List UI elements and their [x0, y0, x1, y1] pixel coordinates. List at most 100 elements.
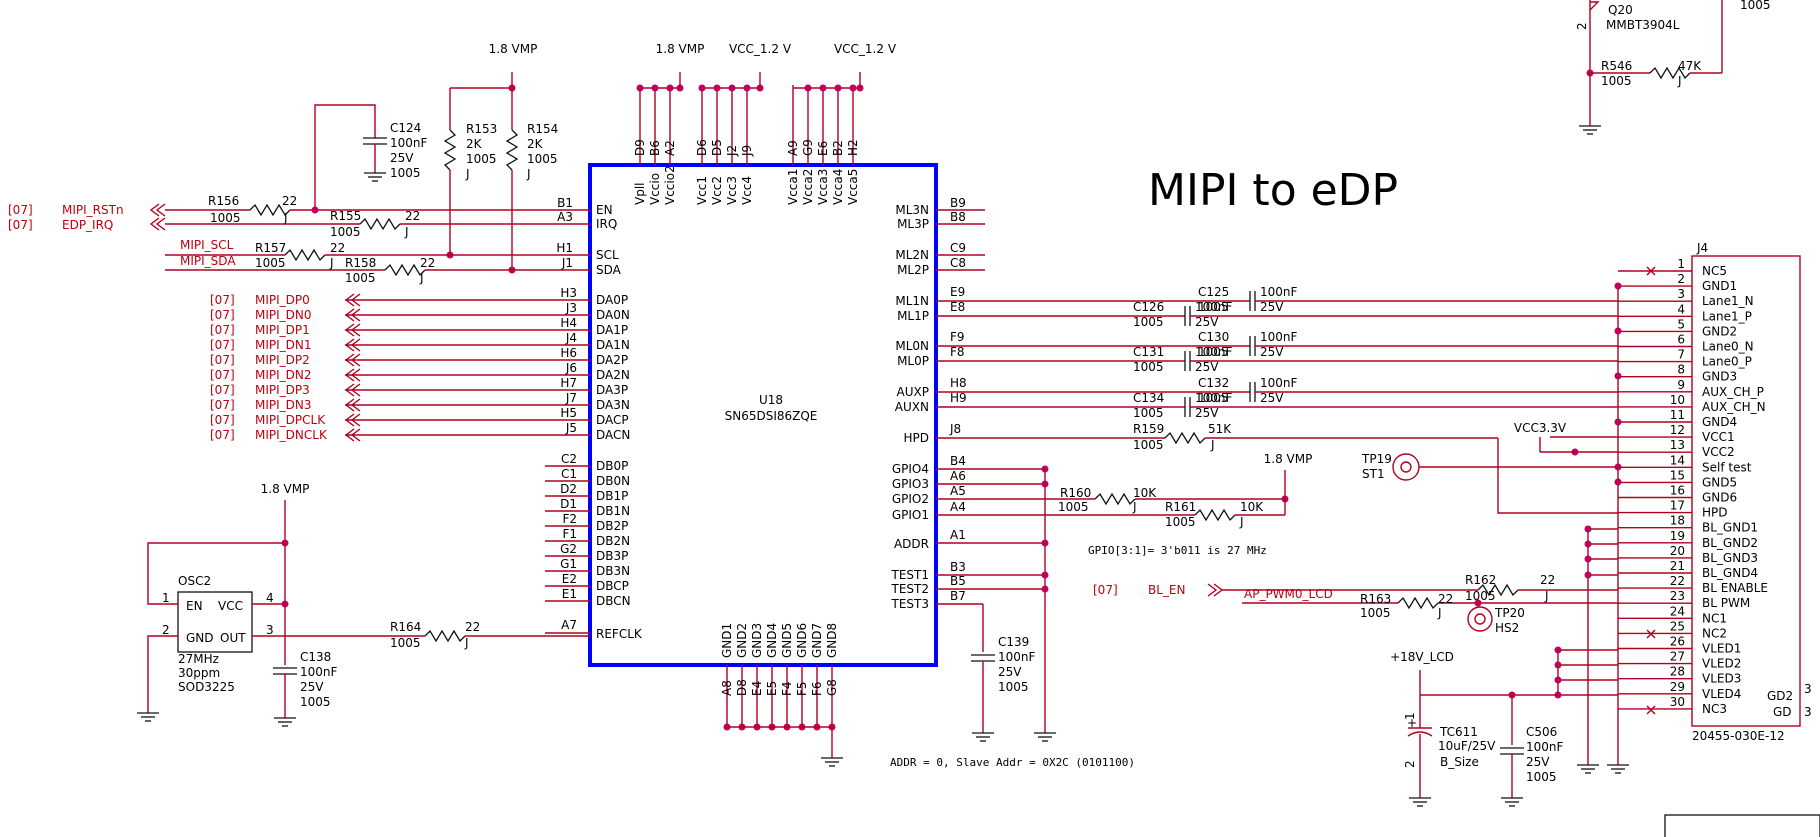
- pin-name: VCC: [218, 599, 243, 613]
- part-ref: C506: [1526, 725, 1557, 739]
- pin-name: Vcc2: [710, 176, 724, 205]
- part-size: 1005: [390, 166, 421, 180]
- part-voltage: 25V: [390, 151, 414, 165]
- pin-number: 22: [1670, 574, 1685, 588]
- part-tol: J: [464, 636, 469, 650]
- pin-name: IRQ: [596, 217, 617, 231]
- part-size: B_Size: [1440, 755, 1479, 769]
- pin-number: J3: [565, 301, 577, 315]
- net-label: MIPI_DP3: [255, 383, 310, 397]
- pin-number: 26: [1670, 635, 1685, 649]
- pin-number: C1: [561, 467, 577, 481]
- net-arrow: [350, 293, 361, 307]
- pin-number: G8: [825, 679, 839, 696]
- part-size: 1005: [1198, 391, 1229, 405]
- sheet-ref: [07]: [210, 293, 235, 307]
- pin-name: TEST2: [891, 582, 930, 596]
- pin-number: A9: [786, 140, 800, 156]
- net-label: MIPI_DN0: [255, 308, 312, 322]
- pin-name: AUX_CH_N: [1702, 400, 1766, 414]
- part-ref: J4: [1696, 241, 1708, 255]
- r164-symbol: [424, 629, 466, 643]
- pin-name: BL_GND4: [1702, 566, 1758, 580]
- pin-number: 2: [1575, 22, 1589, 30]
- pin-name: DA1P: [596, 323, 628, 337]
- pin-name: DA2P: [596, 353, 628, 367]
- part-value: 22: [1540, 573, 1555, 587]
- pin-name: ML2N: [895, 248, 929, 262]
- part-tol: J: [329, 256, 334, 270]
- junction-dot: [698, 84, 706, 92]
- pin-number: D5: [710, 139, 724, 156]
- part-type: HS2: [1495, 621, 1519, 635]
- pin-name: DA2N: [596, 368, 630, 382]
- pin-number: B4: [950, 454, 966, 468]
- pin-number: H2: [846, 139, 860, 156]
- sheet-ref: [07]: [210, 353, 235, 367]
- pin-number: H9: [950, 391, 967, 405]
- pin-number: B1: [557, 196, 573, 210]
- pin-number: C8: [950, 256, 966, 270]
- part-ref: C124: [390, 121, 421, 135]
- pin-name: GD: [1773, 705, 1792, 719]
- pin-number: 21: [1670, 559, 1685, 573]
- pin-name: ML3P: [897, 217, 929, 231]
- j4-body: [1691, 255, 1801, 727]
- part-freq: 27MHz: [178, 652, 219, 666]
- part-tol: J: [1437, 606, 1442, 620]
- part-value: 100nF: [1526, 740, 1564, 754]
- pin-number: J7: [565, 391, 577, 405]
- pin-number: G2: [560, 542, 577, 556]
- part-ref: Q20: [1608, 3, 1633, 17]
- part-tol: J: [465, 167, 470, 181]
- pin-name: GND5: [1702, 475, 1737, 489]
- pin-name: Vcca2: [801, 169, 815, 205]
- pin-number: F1: [562, 527, 577, 541]
- part-size: 1005: [210, 211, 241, 225]
- pin-name: Lane1_N: [1702, 294, 1754, 308]
- pin-number: J6: [565, 361, 577, 375]
- pin-number: E1: [562, 587, 577, 601]
- part-size: 1005: [998, 680, 1029, 694]
- pin-number: J1: [561, 256, 573, 270]
- part-ref: TC611: [1439, 725, 1478, 739]
- pin-number: 16: [1670, 484, 1685, 498]
- pin-name: HPD: [904, 431, 930, 445]
- part-value: 100nF: [1260, 285, 1298, 299]
- pin-name: VLED1: [1702, 642, 1741, 656]
- pin-number: 17: [1670, 499, 1685, 513]
- wire: [1497, 438, 1618, 514]
- junction-dot: [1554, 676, 1562, 684]
- pin-name: ML1N: [895, 294, 929, 308]
- part-ref: R154: [527, 122, 558, 136]
- pin-number: A6: [950, 469, 966, 483]
- pin-name: GD2: [1767, 689, 1793, 703]
- junction-dot: [849, 84, 857, 92]
- junction-dot: [1584, 540, 1592, 548]
- sheet-ref: [07]: [210, 308, 235, 322]
- rail-label: VCC_1.2 V: [834, 42, 897, 56]
- pin-name: SDA: [596, 263, 622, 277]
- sheet-ref: [07]: [210, 413, 235, 427]
- pin-number: H1: [556, 241, 573, 255]
- pin-name: SCL: [596, 248, 619, 262]
- pin-number: 3: [1677, 287, 1685, 301]
- sheet-ref: [07]: [8, 203, 33, 217]
- junction-dot: [1041, 539, 1049, 547]
- pin-number: 20: [1670, 544, 1685, 558]
- pin-number: G1: [560, 557, 577, 571]
- pin-name: GND1: [720, 623, 734, 658]
- pin-name: GND4: [1702, 415, 1737, 429]
- pin-name: Vcca5: [846, 169, 860, 205]
- pin-number: 7: [1677, 348, 1685, 362]
- pin-name: Vcca3: [816, 169, 830, 205]
- rail-label: +18V_LCD: [1390, 650, 1454, 664]
- pin-number: 12: [1670, 423, 1685, 437]
- pin-number: E5: [765, 681, 779, 696]
- pin-name: DA3P: [596, 383, 628, 397]
- junction-dot: [728, 84, 736, 92]
- part-tol: J: [1239, 515, 1244, 529]
- pin-name: DB2N: [596, 534, 630, 548]
- pin-name: DA3N: [596, 398, 630, 412]
- net-arrow: [350, 308, 361, 322]
